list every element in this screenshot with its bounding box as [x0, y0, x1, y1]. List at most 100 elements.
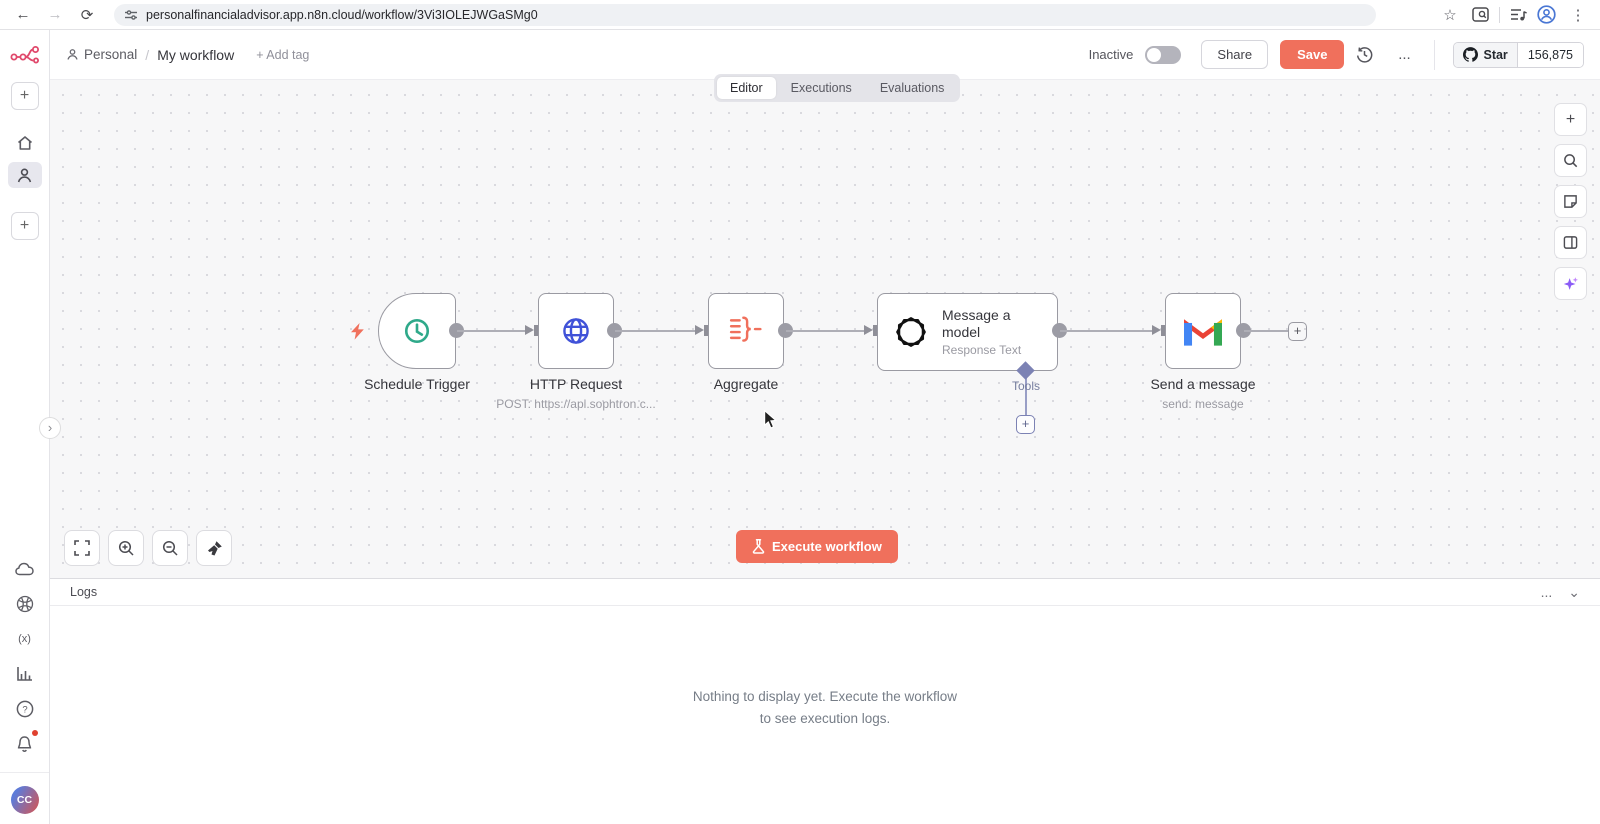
share-button[interactable]: Share — [1201, 40, 1269, 69]
tools-connector-label: Tools — [1011, 379, 1040, 393]
notifications-bell-icon[interactable] — [8, 730, 42, 757]
node-schedule-trigger[interactable] — [378, 293, 456, 369]
toggle-panel-button[interactable] — [1554, 226, 1587, 259]
sticky-note-button[interactable] — [1554, 185, 1587, 218]
logs-body: Nothing to display yet. Execute the work… — [50, 606, 1600, 824]
tab-executions[interactable]: Executions — [790, 81, 852, 95]
add-tool-button[interactable]: + — [1016, 415, 1035, 434]
connector-output-dot[interactable] — [1052, 323, 1067, 338]
zoom-in-button[interactable] — [108, 530, 144, 566]
execute-workflow-button[interactable]: Execute workflow — [736, 530, 898, 563]
insights-icon[interactable] — [8, 661, 42, 687]
connection-line — [457, 330, 525, 332]
notification-dot — [31, 730, 38, 736]
gmail-icon — [1184, 319, 1222, 346]
sidebar-item-personal[interactable] — [7, 162, 42, 188]
connection-input-stub — [704, 325, 708, 336]
address-bar[interactable]: personalfinancialadvisor.app.n8n.cloud/w… — [114, 3, 1376, 26]
expand-panel-chevron[interactable]: › — [39, 417, 61, 439]
add-node-button[interactable]: + — [1554, 103, 1587, 136]
flask-icon — [752, 539, 765, 554]
browser-toolbar: ← → ⟳ personalfinancialadvisor.app.n8n.c… — [0, 0, 1600, 30]
browser-forward-button[interactable]: → — [47, 6, 63, 23]
logs-title: Logs — [70, 585, 98, 599]
logs-collapse-chevron-icon[interactable]: ⌄ — [1568, 583, 1580, 600]
home-icon[interactable] — [8, 130, 42, 156]
connection-line — [615, 330, 695, 332]
workflow-menu-icon[interactable]: ... — [1398, 46, 1411, 63]
tab-evaluations[interactable]: Evaluations — [879, 81, 945, 95]
github-star-count: 156,875 — [1517, 42, 1583, 67]
connector-output-dot[interactable] — [607, 323, 622, 338]
tidy-up-button[interactable] — [196, 530, 232, 566]
add-project-button[interactable]: + — [10, 212, 39, 240]
node-http-request[interactable] — [538, 293, 614, 369]
media-controls-icon[interactable] — [1510, 7, 1527, 22]
view-tabs: Editor Executions Evaluations — [714, 74, 961, 102]
connection-arrow — [864, 325, 873, 335]
add-workflow-button[interactable]: + — [10, 82, 39, 110]
cloud-admin-icon[interactable] — [8, 556, 42, 582]
node-title: Message a model — [942, 306, 1011, 340]
add-tag-button[interactable]: + Add tag — [256, 47, 310, 62]
mouse-cursor — [763, 410, 778, 430]
status-label: Inactive — [1088, 47, 1134, 62]
tab-editor[interactable]: Editor — [717, 77, 776, 99]
breadcrumb-project[interactable]: Personal — [66, 47, 137, 62]
globe-icon — [563, 318, 589, 344]
node-label-aggregate: Aggregate — [713, 376, 779, 392]
help-icon[interactable]: ? — [8, 696, 42, 722]
node-aggregate[interactable] — [708, 293, 784, 369]
node-label-schedule-trigger: Schedule Trigger — [364, 376, 470, 392]
add-next-node-button[interactable]: + — [1288, 322, 1307, 341]
connection-line — [786, 330, 864, 332]
site-info-icon[interactable] — [124, 8, 138, 22]
templates-icon[interactable] — [8, 591, 42, 617]
logs-menu-icon[interactable]: ... — [1540, 584, 1553, 600]
breadcrumb-separator: / — [145, 46, 150, 63]
connection-input-stub — [1161, 325, 1165, 336]
browser-profile-avatar[interactable] — [1537, 5, 1556, 24]
logs-empty-message: Nothing to display yet. Execute the work… — [692, 688, 958, 726]
browser-reload-button[interactable]: ⟳ — [80, 6, 94, 24]
tools-connection-line — [1025, 371, 1027, 415]
history-icon[interactable] — [1356, 46, 1380, 63]
side-panel-search-icon[interactable] — [1472, 7, 1489, 22]
zoom-out-button[interactable] — [152, 530, 188, 566]
connection-line — [1060, 330, 1152, 332]
browser-back-button[interactable]: ← — [15, 6, 31, 23]
sidebar-divider — [0, 772, 49, 773]
workflow-canvas[interactable]: Editor Executions Evaluations › Schedule… — [39, 74, 1600, 578]
bookmark-star-icon[interactable]: ☆ — [1443, 6, 1457, 24]
connector-output-dot[interactable] — [449, 323, 464, 338]
active-toggle[interactable] — [1145, 45, 1182, 64]
connection-arrow — [695, 325, 704, 335]
connector-output-dot[interactable] — [778, 323, 793, 338]
openai-icon — [896, 317, 926, 347]
search-nodes-button[interactable] — [1554, 144, 1587, 177]
node-label-http-request: HTTP Request POST: https://api.sophtron.… — [496, 376, 656, 411]
fit-view-button[interactable] — [64, 530, 100, 566]
connection-input-stub — [873, 325, 877, 336]
svg-text:?: ? — [22, 704, 27, 715]
node-message-a-model[interactable]: Message a model Response Text — [877, 293, 1058, 371]
github-star-widget[interactable]: Star 156,875 — [1453, 41, 1584, 68]
toolbar-divider — [1499, 6, 1500, 23]
aggregate-icon — [729, 316, 762, 342]
connector-output-dot[interactable] — [1236, 323, 1251, 338]
breadcrumb: Personal / My workflow + Add tag — [66, 47, 309, 63]
logs-header[interactable]: Logs ... ⌄ — [50, 579, 1600, 606]
workflow-header: Personal / My workflow + Add tag Inactiv… — [50, 30, 1600, 80]
workflow-name[interactable]: My workflow — [157, 46, 235, 63]
github-icon — [1463, 47, 1479, 62]
node-label-send-a-message: Send a message send: message — [1150, 376, 1256, 411]
ai-assistant-sparkle-icon[interactable] — [1554, 267, 1587, 300]
browser-menu-icon[interactable]: ⋮ — [1570, 6, 1586, 24]
user-avatar[interactable]: CC — [10, 786, 39, 814]
save-button[interactable]: Save — [1280, 40, 1345, 69]
node-send-a-message[interactable] — [1165, 293, 1241, 369]
trigger-bolt-icon — [351, 323, 365, 340]
url-text[interactable]: personalfinancialadvisor.app.n8n.cloud/w… — [146, 7, 538, 22]
n8n-logo-icon[interactable] — [10, 44, 40, 64]
variables-icon[interactable]: (x) — [18, 633, 31, 645]
